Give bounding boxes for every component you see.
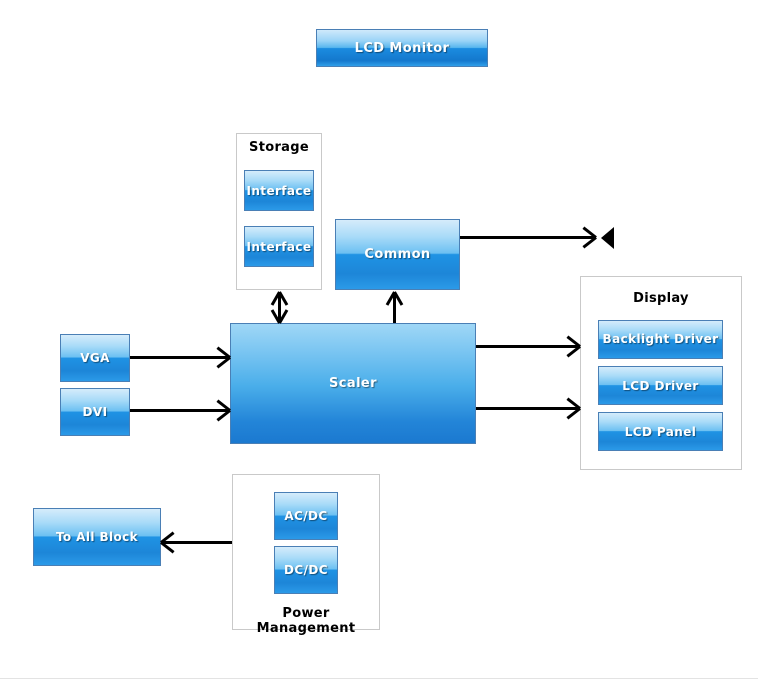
block-storage-interface-2[interactable]: Interface: [244, 226, 314, 267]
footer-divider: [0, 678, 758, 679]
block-backlight-driver[interactable]: Backlight Driver: [598, 320, 723, 359]
block-scaler[interactable]: Scaler: [230, 323, 476, 444]
block-lcd-monitor[interactable]: LCD Monitor: [316, 29, 488, 67]
connector-common-to-audio-out: [460, 236, 596, 239]
block-ac-dc[interactable]: AC/DC: [274, 492, 338, 540]
connector-scaler-to-common: [393, 292, 396, 323]
block-storage-interface-1[interactable]: Interface: [244, 170, 314, 211]
block-vga[interactable]: VGA: [60, 334, 130, 382]
group-storage-title: Storage: [249, 140, 309, 155]
connector-scaler-to-display-bottom: [476, 407, 580, 410]
connector-storage-scaler: [278, 292, 281, 323]
group-display-title: Display: [633, 291, 689, 306]
connector-vga-to-scaler: [130, 356, 230, 359]
block-common[interactable]: Common: [335, 219, 460, 290]
connector-power-to-all-block: [161, 541, 232, 544]
block-dc-dc[interactable]: DC/DC: [274, 546, 338, 594]
block-lcd-driver[interactable]: LCD Driver: [598, 366, 723, 405]
speaker-icon: [601, 227, 614, 249]
block-to-all-block[interactable]: To All Block: [33, 508, 161, 566]
connector-scaler-to-display-top: [476, 345, 580, 348]
block-dvi[interactable]: DVI: [60, 388, 130, 436]
connector-dvi-to-scaler: [130, 409, 230, 412]
block-lcd-panel[interactable]: LCD Panel: [598, 412, 723, 451]
group-power-management-title: Power Management: [256, 606, 356, 636]
